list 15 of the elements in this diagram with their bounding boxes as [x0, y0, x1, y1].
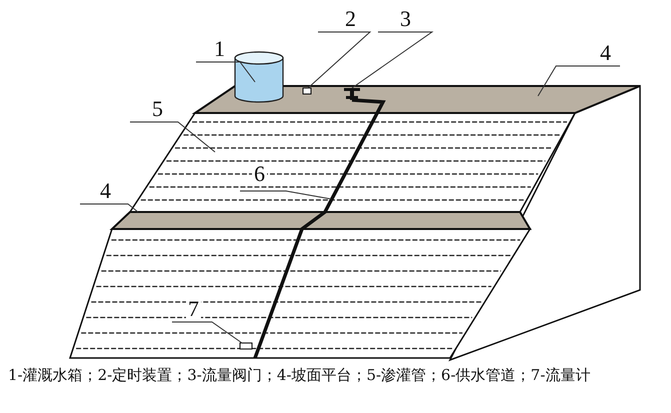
caption: 1-灌溉水箱；2-定时装置；3-流量阀门；4-坡面平台；5-渗灌管；6-供水管道；7-流量计 [8, 366, 590, 385]
leader-line [172, 322, 242, 344]
platform-band [109, 211, 532, 230]
water-tank [234, 51, 284, 103]
flow-valve [344, 88, 360, 100]
timer-device [302, 88, 312, 94]
flow-meter [240, 342, 252, 350]
leader-line [80, 204, 138, 212]
leader-line [130, 122, 216, 152]
supply-pipe [253, 98, 386, 359]
leader-line [308, 32, 372, 88]
callout-number: 7 [186, 298, 201, 320]
leader-line [240, 190, 332, 200]
leader-line [538, 66, 620, 96]
leader-line [196, 62, 256, 82]
